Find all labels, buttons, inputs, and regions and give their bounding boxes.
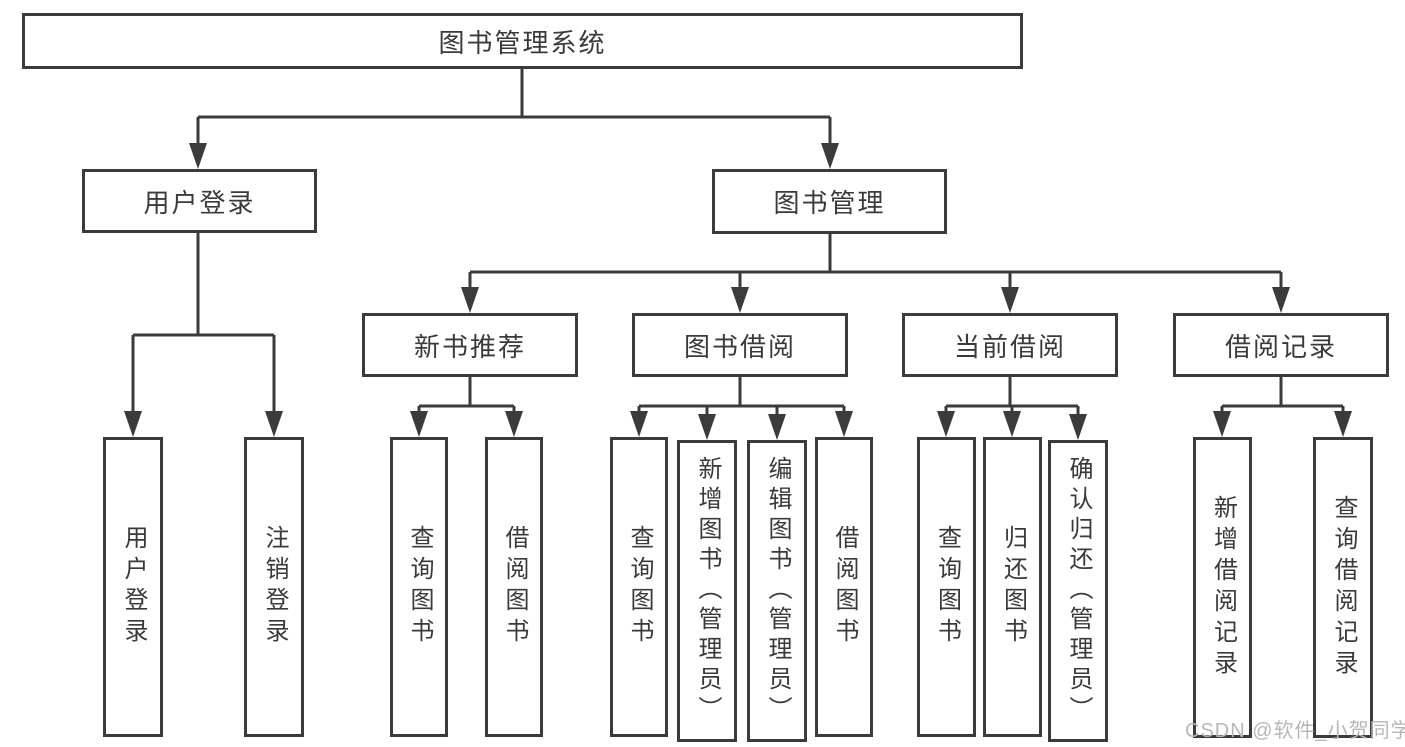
node-query-books-borrow: 查询图书 [610,437,668,737]
node-logout: 注销登录 [244,437,304,737]
tree-edges [131,69,1345,421]
node-edit-book-admin: 编辑图书（管理员） [747,440,807,742]
node-query-books-current: 查询图书 [917,437,976,737]
node-add-book-admin: 新增图书（管理员） [677,440,737,742]
node-current-borrowing: 当前借阅 [902,313,1118,377]
node-borrowing-records: 借阅记录 [1173,313,1389,377]
node-query-books-recommend: 查询图书 [390,437,448,737]
csdn-watermark: CSDN @软件_小贺同学 [1185,720,1405,742]
node-book-management: 图书管理 [712,169,947,234]
node-borrow-books-recommend: 借阅图书 [485,437,543,737]
node-confirm-return-admin: 确认归还（管理员） [1048,440,1108,742]
node-book-borrowing: 图书借阅 [632,313,848,377]
node-add-borrow-record: 新增借阅记录 [1193,437,1252,738]
node-login: 用户登录 [103,437,163,737]
node-user-login: 用户登录 [82,169,317,233]
node-borrow-books: 借阅图书 [815,437,873,737]
arrowheads [124,143,1352,440]
node-root-system: 图书管理系统 [22,13,1023,69]
node-return-books: 归还图书 [983,437,1042,737]
node-new-book-recommendation: 新书推荐 [362,313,578,377]
node-query-borrow-record: 查询借阅记录 [1313,437,1373,738]
